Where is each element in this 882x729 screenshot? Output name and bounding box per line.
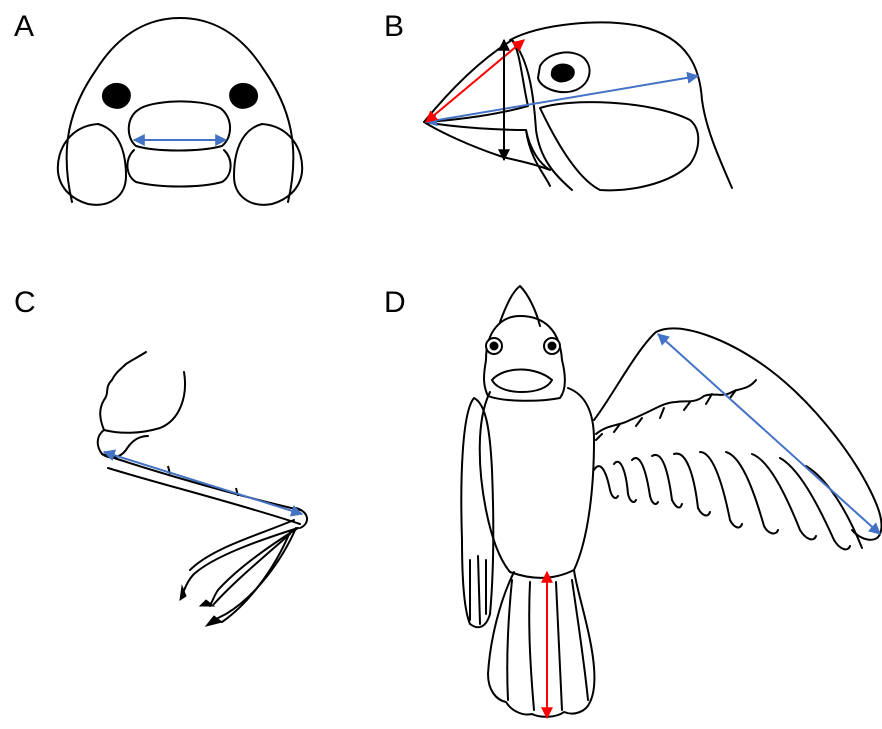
tarsus-lower	[108, 468, 300, 524]
left-wing-feathers	[470, 556, 486, 624]
toe-3	[210, 528, 296, 622]
panel-label-d: D	[384, 288, 406, 318]
right-eye	[230, 83, 258, 108]
lower-mandible	[424, 122, 550, 170]
panel-c-bird-leg	[98, 352, 307, 626]
tarsus-length-arrow	[104, 452, 302, 514]
right-wing-coverts	[596, 380, 756, 440]
tail	[488, 570, 595, 717]
body	[480, 388, 594, 578]
left-eye	[102, 83, 130, 108]
ankle-joint	[296, 508, 307, 528]
wing-chord-arrow	[658, 334, 880, 534]
panel-a-bird-head-front	[58, 18, 302, 205]
culmen-length-arrow	[426, 40, 524, 122]
panel-b-bird-head-profile	[424, 22, 732, 190]
lower-beak	[127, 150, 230, 187]
thigh-feathers	[100, 352, 185, 433]
panel-label-c: C	[14, 288, 36, 318]
head-outline	[67, 18, 294, 202]
panel-label-a: A	[14, 12, 34, 42]
left-wing-folded	[461, 398, 493, 627]
head	[484, 316, 565, 401]
right-wing-primaries	[594, 452, 862, 548]
upper-beak	[129, 101, 230, 150]
panel-d-bird-body	[461, 286, 881, 718]
eye	[551, 64, 574, 82]
panel-label-b: B	[384, 12, 404, 42]
left-eye	[490, 342, 498, 350]
head-profile-outline	[510, 22, 732, 188]
beak	[492, 370, 552, 393]
right-eye	[548, 342, 556, 350]
auricular-patch	[540, 102, 698, 190]
right-wing-outline	[594, 328, 882, 539]
